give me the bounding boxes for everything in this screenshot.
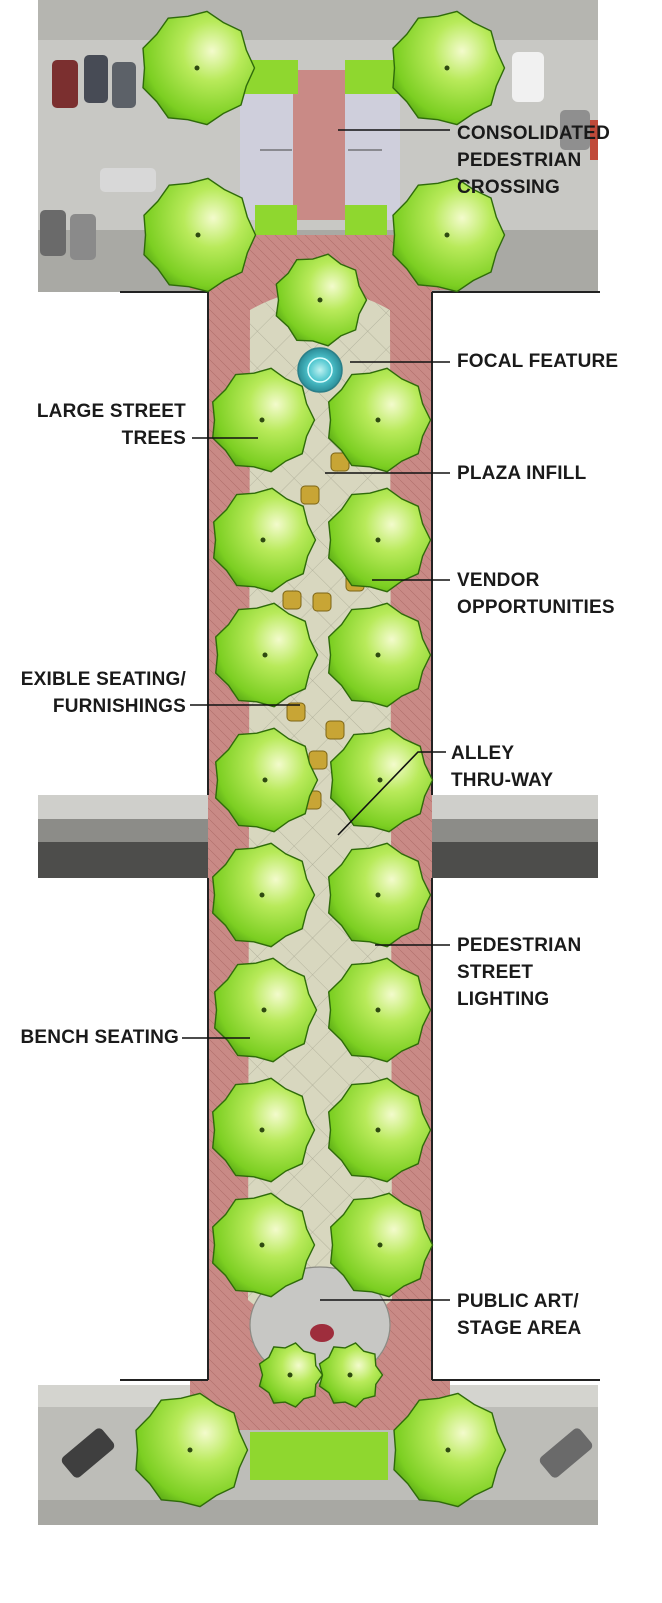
seating-marker bbox=[325, 720, 345, 740]
label-alley-thru-way: ALLEY THRU-WAY bbox=[451, 743, 554, 791]
tree-canopy bbox=[213, 957, 318, 1063]
tree-canopy bbox=[327, 367, 432, 473]
tree-canopy bbox=[211, 1192, 316, 1298]
leader-alley bbox=[337, 751, 446, 836]
pedestrian-crossing bbox=[240, 60, 400, 237]
label-public-art-stage-area: PUBLIC ART/ STAGE AREA bbox=[457, 1291, 582, 1339]
tree-canopy bbox=[214, 602, 319, 708]
label-consolidated-pedestrian-crossing: CONSOLIDATED PEDESTRIAN CROSSING bbox=[457, 123, 610, 198]
tree-canopy bbox=[393, 1392, 507, 1508]
tree-canopy bbox=[214, 727, 319, 833]
tree-canopy bbox=[327, 1077, 432, 1183]
tree-canopy bbox=[392, 10, 506, 126]
label-pedestrian-street-lighting: PEDESTRIAN STREET LIGHTING bbox=[457, 935, 582, 1010]
tree-canopy bbox=[275, 253, 368, 347]
tree-canopy bbox=[135, 1392, 249, 1508]
tree-canopy bbox=[329, 727, 434, 833]
tree-canopy bbox=[142, 10, 256, 126]
tree-canopy bbox=[258, 1342, 324, 1408]
label-plaza-infill: PLAZA INFILL bbox=[457, 463, 587, 484]
tree-canopy bbox=[327, 487, 432, 593]
tree-canopy bbox=[211, 367, 316, 473]
tree-canopy bbox=[318, 1342, 384, 1408]
seating-marker bbox=[282, 590, 302, 610]
tree-canopy bbox=[327, 957, 432, 1063]
seating-marker bbox=[286, 702, 306, 722]
label-vendor-opportunities: VENDOR OPPORTUNITIES bbox=[457, 570, 615, 618]
label-focal-feature: FOCAL FEATURE bbox=[457, 351, 619, 372]
tree-canopy bbox=[327, 842, 432, 948]
tree-canopy bbox=[212, 487, 317, 593]
tree-canopy bbox=[329, 1192, 434, 1298]
label-large-street-trees: LARGE STREET TREES bbox=[36, 401, 186, 449]
seating-marker bbox=[300, 485, 320, 505]
label-bench-seating: BENCH SEATING bbox=[20, 1027, 179, 1048]
street-trees bbox=[135, 10, 507, 1508]
seating-marker bbox=[312, 592, 332, 612]
label-flexible-seating-furnishings: EXIBLE SEATING/ FURNISHINGS bbox=[20, 669, 186, 717]
bottom-lawn bbox=[250, 1432, 388, 1480]
tree-canopy bbox=[211, 842, 316, 948]
tree-canopy bbox=[392, 177, 506, 293]
leader-lines bbox=[182, 129, 450, 1301]
tree-canopy bbox=[211, 1077, 316, 1183]
tree-canopy bbox=[143, 177, 257, 293]
seating-marker bbox=[308, 750, 328, 770]
aerial-middle bbox=[38, 795, 598, 878]
tree-canopy bbox=[327, 602, 432, 708]
